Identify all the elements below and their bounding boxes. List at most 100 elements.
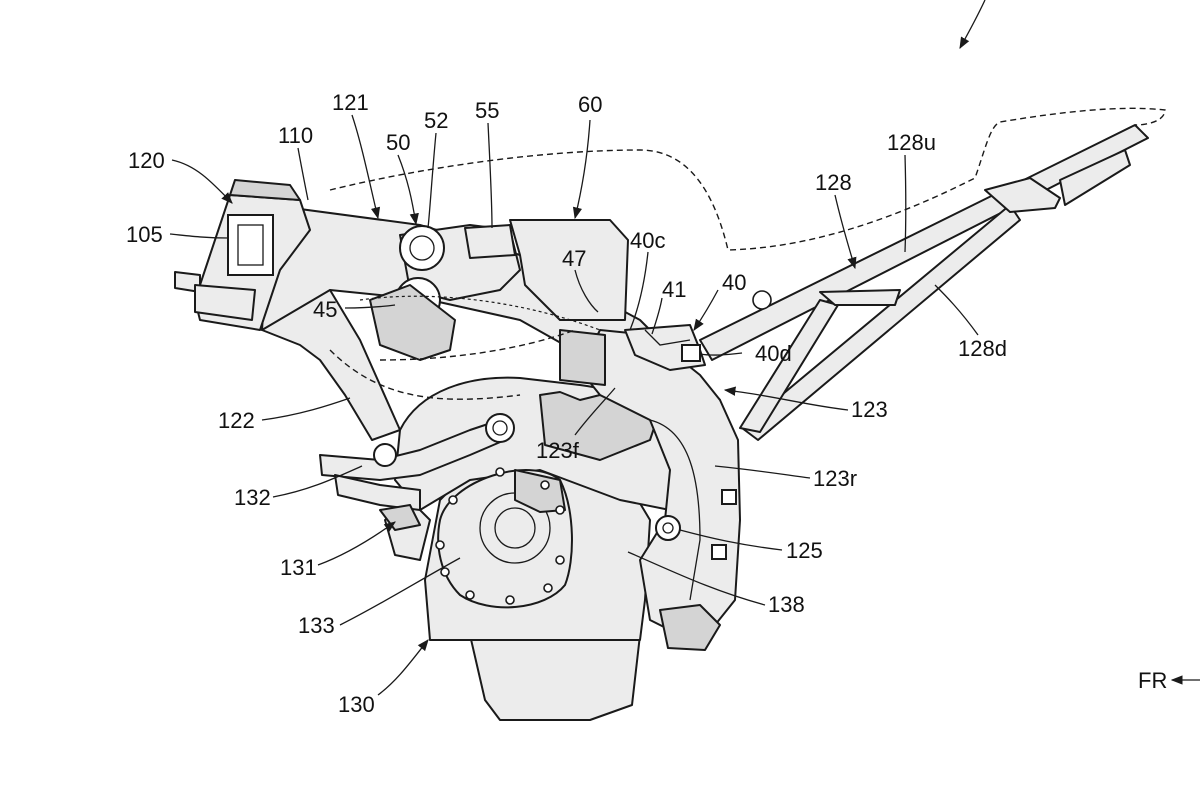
cover-bolt [440, 567, 450, 577]
cover-bolt [505, 595, 515, 605]
label-123f: 123f [536, 438, 580, 463]
pivot-plate-rib [649, 419, 701, 601]
label-47: 47 [562, 246, 586, 271]
direction-label-fr: FR [1138, 668, 1167, 693]
label-121: 121 [332, 90, 369, 115]
label-41: 41 [662, 277, 686, 302]
leader-47 [574, 269, 599, 313]
seat-rail-bracket-mid [1059, 149, 1131, 206]
leader-120 [171, 159, 233, 204]
cover-bolt [495, 467, 505, 477]
leader-122 [261, 397, 351, 421]
label-52: 52 [424, 108, 448, 133]
leader-110 [297, 147, 309, 201]
leader-133 [339, 557, 461, 626]
leader-50 [397, 154, 419, 226]
leader-130 [377, 639, 429, 696]
intake-hidden-2 [329, 349, 521, 400]
leader-40c [629, 251, 649, 331]
frame-tab-upper [721, 489, 737, 505]
label-128: 128 [815, 170, 852, 195]
label-50: 50 [386, 130, 410, 155]
leader-128d [934, 284, 979, 336]
steering-head-assembly [174, 179, 311, 331]
cover-bolt [555, 505, 565, 515]
label-40c: 40c [630, 228, 665, 253]
label-132: 132 [234, 485, 271, 510]
leader-52 [427, 132, 437, 229]
exhaust-flange [485, 413, 515, 443]
pipe-joint [373, 443, 397, 467]
label-131: 131 [280, 555, 317, 580]
leader-41 [651, 297, 663, 335]
cover-bolt [540, 480, 550, 490]
leader-121 [351, 114, 381, 220]
cover-bolt [543, 583, 553, 593]
main-frame [261, 204, 741, 651]
seat-rail-upper [699, 124, 1149, 361]
label-138: 138 [768, 592, 805, 617]
cover-bolt [435, 540, 445, 550]
label-120: 120 [128, 148, 165, 173]
label-125: 125 [786, 538, 823, 563]
seat-rail-assembly [699, 124, 1149, 441]
rail-mount-bolt [752, 290, 772, 310]
label-40: 40 [722, 270, 746, 295]
air-filter-element [359, 295, 601, 331]
leader-128 [834, 194, 857, 270]
exhaust-pipe-lower [334, 474, 421, 511]
leader-138 [627, 551, 766, 606]
crankshaft-cap [494, 507, 536, 549]
label-123: 123 [851, 397, 888, 422]
exhaust-flange-inner [492, 420, 508, 436]
leader-45 [344, 304, 396, 309]
label-133: 133 [298, 613, 335, 638]
leader-105 [169, 233, 229, 239]
leader-131 [317, 521, 396, 566]
leader-123f [574, 387, 616, 436]
seat-phantom-outline [329, 107, 1166, 251]
label-128d: 128d [958, 336, 1007, 361]
label-122: 122 [218, 408, 255, 433]
head-pipe-window [227, 214, 274, 276]
leader-40 [693, 289, 719, 331]
air-intake-assembly [329, 219, 629, 400]
alternator-cover-assembly [435, 467, 573, 609]
label-55: 55 [475, 98, 499, 123]
label-45: 45 [313, 297, 337, 322]
sensor-cover [514, 469, 566, 513]
leader-123 [723, 386, 849, 411]
head-pipe-top-cap [229, 179, 301, 201]
cover-bolt [448, 495, 458, 505]
bracket-40d [681, 344, 701, 362]
seat-rail-cross [819, 289, 901, 306]
swingarm-pivot-inner [662, 522, 674, 534]
bracket-41 [644, 329, 691, 346]
leader-60 [572, 119, 591, 220]
label-110: 110 [278, 123, 313, 148]
label-60: 60 [578, 92, 602, 117]
frame-lower-bracket [659, 604, 721, 651]
swingarm-pivot [655, 515, 681, 541]
rear-frame-bracket [624, 324, 706, 371]
seat-rail-bracket [984, 177, 1061, 213]
leader-128u [904, 154, 907, 253]
leader-132 [272, 465, 363, 498]
leader-lines [169, 0, 1200, 696]
intake-ring-inner [409, 235, 435, 261]
exhaust-assembly [319, 413, 515, 531]
air-cleaner-box-60 [509, 219, 629, 321]
leader-123r [714, 465, 811, 479]
leader-125 [679, 529, 783, 551]
intake-hidden-1 [379, 329, 576, 361]
cover-bolt [555, 555, 565, 565]
label-130: 130 [338, 692, 375, 717]
pivot-plate-front-flange [559, 329, 606, 386]
label-123r: 123r [813, 466, 857, 491]
reference-labels: 120 105 110 121 50 52 55 60 47 40c 41 40… [126, 90, 1167, 717]
frame-tab-lower [711, 544, 727, 560]
down-tube [261, 289, 401, 441]
leader-55 [487, 122, 493, 229]
label-105: 105 [126, 222, 163, 247]
